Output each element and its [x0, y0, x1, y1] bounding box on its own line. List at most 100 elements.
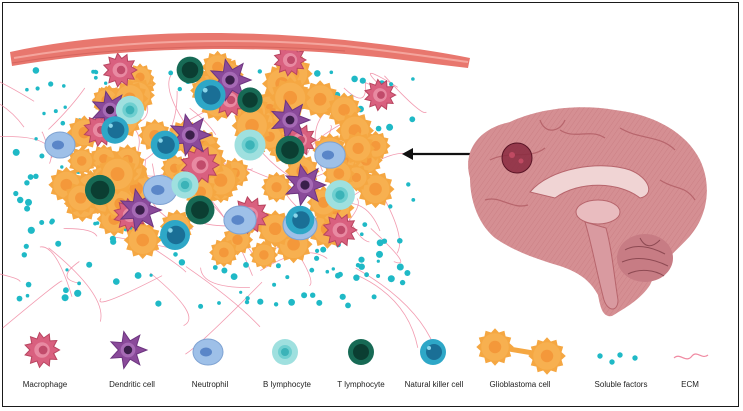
soluble-factor-dot — [60, 165, 64, 169]
soluble-factor-dot — [65, 268, 69, 272]
natural-killer-cell — [101, 116, 129, 144]
legend-label-soluble: Soluble factors — [594, 380, 648, 389]
ecm-fiber — [150, 272, 190, 326]
soluble-factor-dot — [13, 190, 19, 197]
soluble-factor-dot — [364, 272, 369, 278]
ecm-fiber — [63, 228, 98, 237]
macrophage-cell — [364, 78, 397, 112]
soluble-factor-dot — [371, 294, 377, 300]
soluble-factor-dot — [212, 265, 218, 270]
soluble-factor-dot — [257, 69, 262, 74]
soluble-factor-dot — [244, 299, 250, 305]
soluble-factor-dot — [32, 67, 40, 74]
soluble-factor-dot — [320, 246, 327, 253]
cerebellum — [617, 234, 673, 282]
ecm-fiber — [99, 275, 163, 303]
legend — [24, 328, 709, 375]
soluble-factor-dot — [396, 263, 404, 271]
soluble-factor-dot — [353, 274, 360, 281]
dendritic-cell — [209, 58, 253, 102]
macrophage-cell — [24, 331, 61, 369]
soluble-factor-dot — [55, 240, 62, 247]
natural-killer-cell — [194, 79, 226, 111]
soluble-factor-dot — [60, 120, 66, 126]
ecm-fiber — [0, 273, 21, 282]
brain-sagittal-illustration — [468, 107, 707, 317]
soluble-factor-dot — [285, 275, 290, 280]
soluble-factor-dot — [389, 82, 394, 87]
soluble-factor-dot — [406, 182, 411, 187]
t-lymphocyte-cell — [176, 56, 204, 84]
soluble-factor-dot — [288, 298, 295, 306]
legend-label-nk-cell: Natural killer cell — [404, 380, 464, 389]
soluble-factor-dot — [376, 259, 380, 263]
soluble-factor-dot — [314, 70, 321, 77]
neutrophil-cell — [192, 338, 224, 366]
soluble-factor-dot — [345, 302, 351, 309]
ecm-fiber — [185, 281, 263, 355]
soluble-factor-dot — [411, 198, 416, 202]
soluble-factor-dot — [316, 299, 323, 306]
t-lymphocyte-cell — [185, 195, 215, 225]
soluble-factor-dot — [358, 256, 365, 263]
legend-label-macrophage: Macrophage — [22, 380, 68, 389]
soluble-factor-dot — [63, 287, 69, 294]
soluble-factor-dot — [221, 267, 228, 274]
soluble-factor-dot — [388, 204, 393, 209]
soluble-factors-icon — [597, 352, 638, 365]
t-lymphocyte-cell — [348, 339, 374, 365]
legend-label-dendritic: Dendritic cell — [109, 380, 155, 389]
soluble-factor-dot — [39, 153, 45, 159]
soluble-factor-dot — [24, 180, 30, 186]
ecm-icon — [673, 353, 709, 360]
soluble-factor-dot — [86, 261, 93, 268]
b-lymphocyte-cell — [325, 180, 355, 210]
glioblastoma-cell — [123, 221, 162, 259]
soluble-factor-dot — [25, 198, 32, 206]
soluble-factor-dot — [376, 250, 383, 258]
glioblastoma-cell — [209, 237, 239, 268]
immune-cells-cluster — [44, 43, 397, 250]
soluble-factor-dot — [16, 295, 23, 302]
ecm-fiber — [48, 87, 86, 130]
soluble-factor-dot — [35, 86, 40, 91]
soluble-factor-dot — [17, 196, 24, 204]
glioblastoma-cell — [261, 171, 292, 203]
glioblastoma-cell — [528, 337, 566, 375]
soluble-factor-dot — [25, 87, 29, 92]
soluble-factor-dot — [53, 109, 58, 114]
neutrophil-cell — [314, 141, 346, 169]
dendritic-cell — [109, 330, 149, 370]
ecm-fiber — [355, 274, 419, 348]
legend-label-ecm: ECM — [681, 380, 699, 389]
soluble-factor-dot — [230, 273, 238, 280]
t-lymphocyte-cell — [237, 87, 263, 113]
soluble-factor-dot — [325, 269, 330, 274]
soluble-factor-dot — [381, 238, 388, 244]
soluble-factor-dot — [134, 272, 142, 279]
ecm-fiber — [370, 228, 402, 264]
soluble-factor-dot — [23, 243, 29, 249]
soluble-factor-dot — [362, 222, 368, 228]
soluble-factor-dot — [397, 238, 403, 244]
soluble-factor-dot — [177, 86, 182, 92]
legend-label-t-lymphocyte: T lymphocyte — [337, 380, 385, 389]
dendritic-cell — [169, 113, 213, 157]
ecm-fiber — [185, 266, 261, 328]
soluble-factor-dot — [168, 70, 174, 76]
glioblastoma-cell — [67, 146, 96, 176]
soluble-factor-dot — [358, 263, 365, 270]
soluble-factor-dot — [110, 238, 117, 245]
soluble-factor-dot — [272, 282, 277, 287]
ecm-fiber — [0, 81, 35, 102]
soluble-factor-dot — [399, 279, 406, 286]
soluble-factor-dot — [95, 221, 100, 225]
ecm-fiber — [39, 246, 73, 297]
neutrophil-cell — [223, 205, 257, 235]
ecm-fiber — [343, 82, 366, 99]
blood-vessel — [10, 32, 470, 68]
glioblastoma-cell — [476, 328, 514, 366]
soluble-factor-dot — [25, 293, 30, 298]
soluble-factor-dot — [48, 81, 54, 87]
soluble-factor-dot — [63, 105, 67, 109]
